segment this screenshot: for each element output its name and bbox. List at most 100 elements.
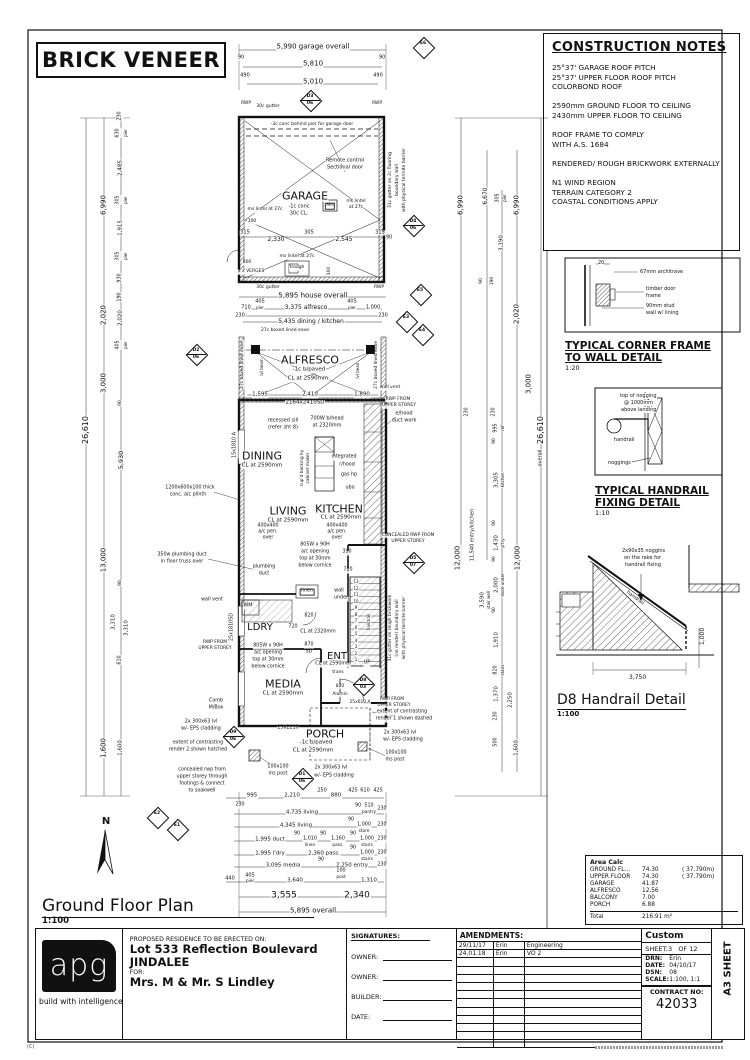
plan-label: pass.: [331, 842, 345, 849]
plan-label: 9: [354, 605, 358, 610]
plan-label: stairs: [500, 664, 505, 676]
plan-label: 230: [377, 312, 389, 319]
area-calc-value: 7.00: [642, 895, 655, 901]
construction-note-line: [552, 149, 739, 159]
d8-dim-width: 3,750: [629, 674, 647, 681]
area-calc-extra: ( 37.790m): [682, 867, 715, 873]
plan-label: wall vent: [200, 597, 224, 604]
plan-label: 90: [293, 831, 301, 838]
plan-label: 5,895 overall: [289, 906, 337, 915]
plan-label: w/- EPS cladding: [382, 737, 424, 744]
plan-label: UPPER STOREY: [376, 702, 412, 709]
plan-label: handrail: [366, 613, 371, 631]
plan-label: -1c conc: [287, 203, 311, 210]
plan-label: 230: [234, 312, 246, 319]
plan-label: 2,250: [507, 691, 514, 709]
plan-label: 90: [491, 606, 498, 614]
plan-label: pantry: [361, 809, 377, 816]
plan-label: 2,000: [493, 576, 500, 594]
plan-label: over: [331, 535, 343, 542]
plan-label: 490: [239, 72, 251, 79]
area-calc-label: GARAGE: [590, 881, 615, 887]
plan-label: below cornice: [297, 563, 333, 570]
plan-label: ms lintel at 27c: [247, 206, 283, 213]
plan-label: 2164x2410SD: [285, 399, 325, 406]
for-label: FOR:: [129, 969, 145, 976]
amendment-cell: [457, 999, 494, 1007]
plan-label: store: [358, 828, 370, 835]
plan-label: 1,995 l'dry: [254, 850, 286, 857]
plan-label: 1,600: [117, 739, 124, 757]
signature-field-label: OWNER:: [351, 953, 379, 961]
plan-label: 2,020: [512, 303, 521, 325]
plan-label: 405: [254, 298, 266, 305]
plan-label: 8: [354, 611, 358, 617]
area-calc-extra: [682, 881, 738, 888]
plan-label: a/c pen.: [257, 529, 279, 536]
plan-label: 31c gutter on rough brickwork: [387, 594, 394, 662]
plan-label: M/Box: [208, 705, 224, 712]
handrail-note2: @ 1000mm: [624, 400, 654, 406]
contract-number-box: CONTRACT NO: 42033: [642, 985, 712, 1012]
corner-detail-label3a: 90mm stud: [646, 303, 675, 309]
plan-label: 305: [115, 250, 122, 262]
plan-label: 100: [326, 266, 333, 276]
area-calc-extra: [682, 895, 738, 902]
plan-label: 90: [491, 519, 498, 527]
plan-label: MEDIA: [264, 677, 302, 691]
plan-label: 90: [117, 399, 124, 407]
plan-label: SD: [305, 649, 313, 656]
plan-label: in floor truss over: [160, 559, 204, 566]
signature-field-label: DATE:: [351, 1013, 371, 1021]
amendment-cell: [457, 958, 494, 966]
corner-detail-label2b: frame: [646, 293, 661, 299]
project-address-cell: PROPOSED RESIDENCE TO BE ERECTED ON: Lot…: [123, 929, 348, 1039]
construction-note-line: [552, 92, 739, 102]
plan-label: 820: [335, 683, 345, 690]
plan-label: 1,000: [359, 850, 375, 857]
corner-detail-title2: TO WALL DETAIL: [565, 352, 662, 364]
plan-label: over: [262, 535, 274, 542]
plan-label: 230: [234, 802, 246, 809]
plan-label: 805W x 90H: [252, 643, 284, 650]
area-calc-label: ALFRESCO: [590, 888, 621, 894]
plan-label: 800: [242, 259, 252, 266]
plan-label: 2,330: [266, 236, 286, 243]
plan-label: CL at 2590mm: [287, 375, 329, 382]
plan-label: trough: [289, 264, 305, 271]
plan-label: -1c b/paved: [292, 366, 326, 373]
plan-label: 5,930: [116, 450, 125, 470]
amendment-cell: [525, 1016, 641, 1023]
plan-label: (no render) boundary wall: [394, 598, 401, 658]
construction-note-line: ROOF FRAME TO COMPLY: [552, 130, 644, 140]
plan-label: 3: [354, 644, 358, 649]
construction-type-title: BRICK VENEER: [36, 42, 226, 78]
plan-label: 6: [354, 624, 358, 630]
plan-label: 5,010: [302, 77, 324, 86]
plan-label: render 1 shown dashed: [375, 716, 433, 723]
signature-rows: OWNER:OWNER:BUILDER:DATE:: [351, 953, 452, 1021]
plan-label: to soakwell: [187, 788, 217, 795]
north-label: N: [101, 816, 111, 827]
plan-label: gas hp: [340, 472, 358, 479]
copyright-mark: (C): [27, 1044, 35, 1050]
plan-label: top at 30mm: [251, 657, 285, 664]
plan-label: 2,360 pass.: [307, 850, 341, 857]
plan-label: 390: [341, 549, 353, 556]
plan-label: 315: [239, 229, 251, 236]
corner-detail-title1: TYPICAL CORNER FRAME: [565, 340, 711, 352]
amendment-cell: [457, 1032, 494, 1040]
plan-label: 1,600: [99, 737, 108, 759]
plan-label: pier: [347, 305, 357, 310]
plan-label: 3,305: [493, 471, 500, 489]
plan-label: CL at 2590mm: [241, 462, 283, 469]
plan-label: 1,000: [365, 304, 381, 311]
plan-label: MH: [324, 202, 336, 210]
plan-label: 405: [346, 298, 358, 305]
amendment-row: [456, 1023, 642, 1033]
sheet-info-cell: Custom SHEET:3 OF 12 DRN:Erin DATE:04/10…: [642, 929, 713, 1039]
